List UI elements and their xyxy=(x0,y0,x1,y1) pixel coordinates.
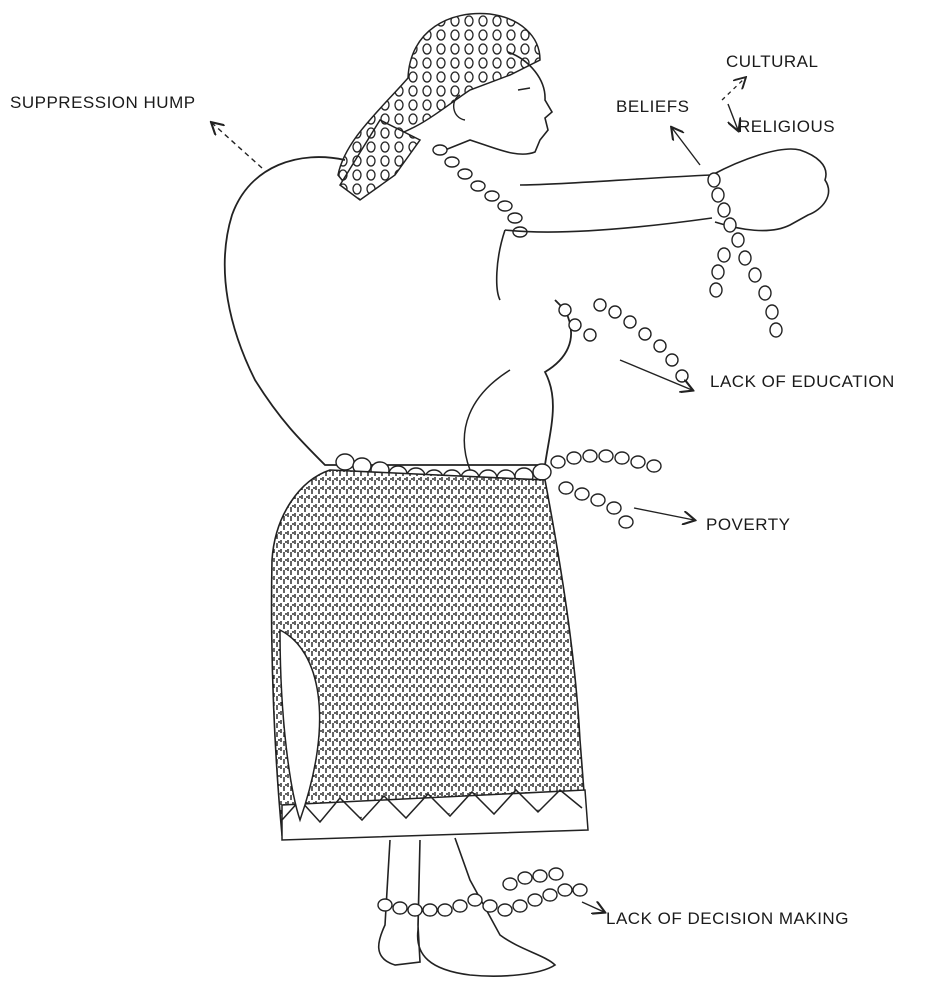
label-poverty: POVERTY xyxy=(706,515,790,535)
label-beliefs: BELIEFS xyxy=(616,97,689,117)
arrow-lack-of-decision-making xyxy=(582,902,604,912)
upper-arm xyxy=(497,175,712,300)
skirt xyxy=(272,470,585,835)
chest-beads xyxy=(559,299,688,382)
label-cultural: CULTURAL xyxy=(726,52,818,72)
arrow-suppression-hump xyxy=(212,123,262,168)
arrow-religious xyxy=(728,104,738,130)
belly-line xyxy=(464,370,510,470)
wrist-beads xyxy=(708,173,782,337)
eye xyxy=(518,88,530,90)
label-lack-of-decision-making: LACK OF DECISION MAKING xyxy=(606,909,849,929)
label-lack-of-education: LACK OF EDUCATION xyxy=(710,372,895,392)
neck-beads xyxy=(433,145,527,237)
arrow-poverty xyxy=(634,508,694,520)
arrow-beliefs xyxy=(672,128,700,165)
ankle-beads xyxy=(378,868,587,916)
arrow-cultural xyxy=(722,78,745,100)
label-suppression-hump: SUPPRESSION HUMP xyxy=(10,93,196,113)
ear xyxy=(454,95,465,120)
label-religious: RELIGIOUS xyxy=(738,117,835,137)
body-hump xyxy=(225,157,571,465)
